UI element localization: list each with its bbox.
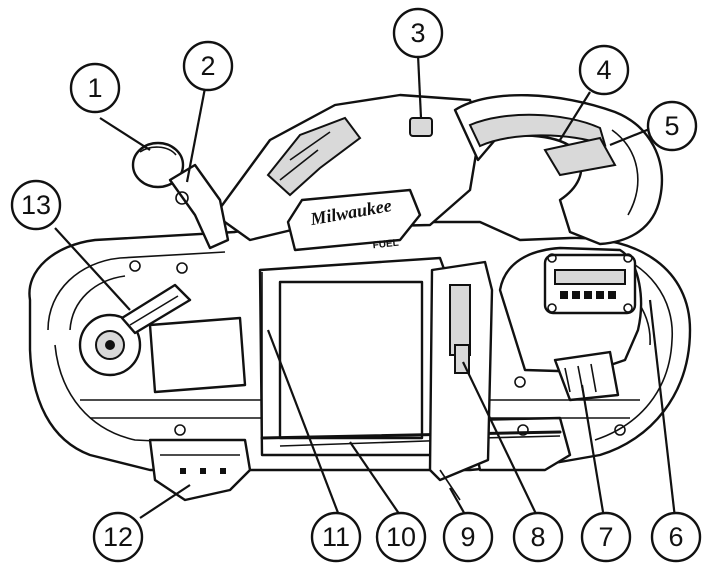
callout-11: 11	[310, 511, 362, 563]
leader-7	[580, 384, 606, 519]
leader-6	[648, 299, 677, 519]
left-wheel-hub	[78, 283, 247, 394]
callout-5: 5	[646, 100, 698, 152]
blade	[260, 430, 562, 440]
saw-top-frame: Milwaukee FUEL	[213, 93, 482, 252]
callout-9: 9	[442, 511, 494, 563]
fuel-badge-text: FUEL	[372, 238, 399, 252]
callout-8: 8	[512, 511, 564, 563]
callout-12-label: 12	[103, 522, 133, 552]
knob-head	[131, 141, 185, 189]
tension-lever	[553, 350, 620, 402]
leader-4	[559, 91, 591, 141]
callout-7: 7	[580, 511, 632, 563]
callout-6-label: 6	[668, 522, 683, 552]
callout-13-label: 13	[21, 190, 51, 220]
callout-10-label: 10	[386, 522, 416, 552]
callout-2: 2	[182, 40, 234, 92]
callout-12: 12	[92, 511, 144, 563]
callout-8-label: 8	[530, 522, 545, 552]
leader-10	[349, 441, 403, 519]
leader-lines	[54, 54, 677, 519]
guide-shoe	[428, 260, 494, 501]
rear-handle	[453, 94, 664, 246]
callout-7-label: 7	[598, 522, 613, 552]
callout-4-label: 4	[596, 55, 611, 85]
callout-1: 1	[69, 62, 121, 114]
knob-arm	[168, 163, 230, 250]
callout-5-label: 5	[664, 111, 679, 141]
leader-3	[416, 54, 423, 119]
front-knob	[131, 141, 230, 250]
battery-pocket	[266, 116, 362, 197]
callout-13: 13	[10, 179, 62, 231]
window-opening	[278, 280, 424, 440]
handle-pad	[543, 136, 617, 177]
callout-3-label: 3	[410, 18, 425, 48]
callout-10: 10	[375, 511, 427, 563]
callout-9-label: 9	[460, 522, 475, 552]
callouts: 1 2 3 4 5 6 7 8 9 10 11 12 13	[10, 7, 702, 563]
callout-3: 3	[392, 7, 444, 59]
leader-2	[185, 87, 207, 183]
speed-dial	[409, 117, 433, 137]
leader-11	[266, 329, 342, 519]
motor-housing	[498, 246, 643, 402]
callout-1-label: 1	[87, 73, 102, 103]
callout-11-label: 11	[322, 522, 350, 552]
callout-4: 4	[578, 44, 630, 96]
leader-12	[139, 484, 191, 519]
callout-2-label: 2	[200, 51, 215, 81]
leader-1	[99, 117, 151, 151]
gauge-window	[554, 269, 626, 285]
leader-5	[609, 126, 653, 147]
logo-plate	[286, 188, 422, 252]
leader-13	[54, 227, 131, 311]
leader-8	[462, 361, 539, 519]
callout-6: 6	[650, 511, 702, 563]
cutting-window	[258, 256, 562, 457]
